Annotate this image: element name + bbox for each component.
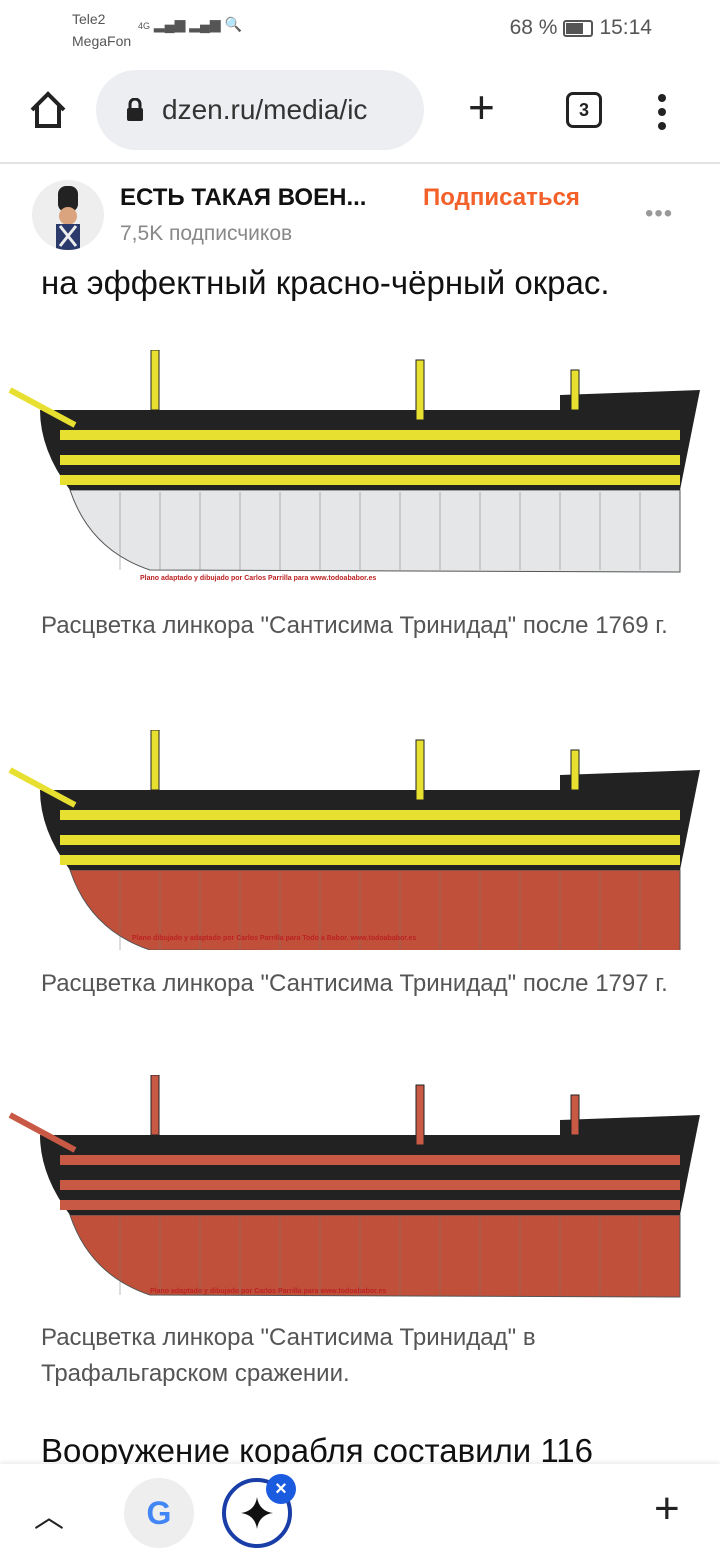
home-icon[interactable] — [28, 90, 68, 130]
google-button[interactable]: G — [124, 1478, 194, 1548]
bowsprit — [8, 1112, 77, 1153]
bottom-bar: ︿ G × + — [0, 1464, 720, 1560]
ship-image-trafalgar[interactable]: Plano adaptado y dibujado por Carlos Par… — [0, 1075, 720, 1305]
ship-image-1797[interactable]: Plano dibujado y adaptado por Carlos Par… — [0, 730, 720, 950]
mast-stump — [570, 369, 580, 411]
mast-stump — [150, 1075, 160, 1136]
hull-stripe — [60, 475, 680, 485]
bowsprit — [8, 387, 77, 428]
subscribe-button[interactable]: Подписаться — [423, 184, 580, 211]
hull-stripe — [60, 1155, 680, 1165]
image-caption: Расцветка линкора "Сантисима Тринидад" п… — [41, 970, 668, 997]
menu-icon[interactable] — [652, 94, 672, 136]
lock-icon — [127, 98, 143, 121]
zen-icon — [241, 1497, 273, 1529]
image-credit: Plano adaptado y dibujado por Carlos Par… — [140, 575, 377, 582]
ship-hull — [69, 489, 681, 573]
hull-stripe — [60, 855, 680, 865]
channel-header: ЕСТЬ ТАКАЯ ВОЕН... Подписаться 7,5K подп… — [0, 178, 720, 250]
image-credit: Plano adaptado y dibujado por Carlos Par… — [150, 1288, 387, 1295]
channel-name[interactable]: ЕСТЬ ТАКАЯ ВОЕН... — [120, 184, 367, 211]
url-bar[interactable]: dzen.ru/media/ic — [96, 70, 424, 150]
hull-stripe — [60, 430, 680, 440]
article-text: на эффектный красно-чёрный окрас. — [41, 264, 610, 301]
zen-button[interactable] — [222, 1478, 292, 1548]
hull-stripe — [60, 810, 680, 820]
article-text: Вооружение корабля составили 116 — [41, 1432, 594, 1469]
more-options-icon[interactable]: ••• — [645, 200, 674, 227]
image-caption: Расцветка линкора "Сантисима Тринидад" в… — [41, 1324, 536, 1387]
mast-stump — [570, 1094, 580, 1136]
signal-icon: 4G ▂▄▆ ▂▄▆ 🔍 — [138, 16, 243, 32]
new-tab-button[interactable]: + — [468, 81, 495, 133]
mast-stump — [415, 1084, 425, 1146]
browser-toolbar: dzen.ru/media/ic + 3 — [0, 68, 720, 164]
mast-stump — [570, 749, 580, 791]
battery-percent: 68 % — [509, 16, 558, 39]
hull-stripe — [60, 1200, 680, 1210]
battery-icon — [563, 19, 594, 37]
hull-stripe — [60, 1180, 680, 1190]
mast-stump — [415, 359, 425, 421]
image-caption: Расцветка линкора "Сантисима Тринидад" п… — [41, 612, 668, 639]
hull-stripe — [60, 455, 680, 465]
bowsprit — [8, 767, 77, 808]
mast-stump — [150, 350, 160, 411]
url-text: dzen.ru/media/ic — [162, 94, 368, 125]
mast-stump — [415, 739, 425, 801]
mast-stump — [150, 730, 160, 791]
ship-hull — [69, 869, 681, 950]
subscriber-count: 7,5K подписчиков — [120, 222, 293, 245]
tab-switcher-button[interactable]: 3 — [566, 92, 602, 128]
ship-image-1769[interactable]: Plano adaptado y dibujado por Carlos Par… — [0, 350, 720, 590]
chevron-up-icon[interactable]: ︿ — [34, 1501, 64, 1534]
clock: 15:14 — [599, 16, 652, 39]
hull-stripe — [60, 835, 680, 845]
ship-hull — [69, 1214, 681, 1298]
image-credit: Plano dibujado y adaptado por Carlos Par… — [132, 935, 417, 942]
add-button[interactable]: + — [654, 1484, 680, 1533]
close-icon[interactable]: × — [266, 1474, 296, 1504]
avatar[interactable] — [32, 180, 104, 250]
